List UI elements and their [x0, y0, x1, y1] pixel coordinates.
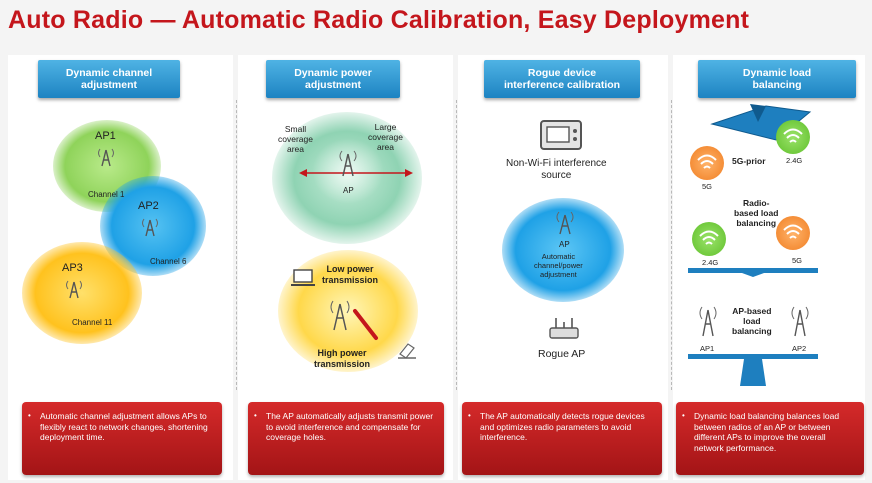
antenna-icon — [339, 150, 357, 177]
page-title: Auto Radio — Automatic Radio Calibration… — [8, 6, 750, 34]
ap-label: AP — [343, 186, 354, 195]
rogue-ap-label: Rogue AP — [538, 348, 586, 360]
ap-based-label: AP-based load balancing — [732, 306, 772, 336]
balance-bar — [688, 268, 818, 277]
band-5g-label: 5G — [792, 256, 803, 265]
router-icon — [549, 318, 579, 339]
ap3-label: AP3 — [62, 262, 83, 274]
header-dynamic-power: Dynamic power adjustment — [266, 60, 400, 98]
wifi-icon — [699, 230, 719, 245]
non-wifi-source-label: Non-Wi-Fi interference source — [506, 158, 607, 181]
wifi-icon — [783, 128, 803, 143]
description-balance: • Dynamic load balancing balances load b… — [676, 402, 864, 475]
antenna-icon — [142, 218, 158, 237]
description-text: The AP automatically detects rogue devic… — [480, 411, 645, 442]
header-load-balancing: Dynamic load balancing — [698, 60, 856, 98]
description-power: • The AP automatically adjusts transmit … — [248, 402, 444, 475]
description-rogue: • The AP automatically detects rogue dev… — [462, 402, 662, 475]
five-g-prior-label: 5G-prior — [732, 156, 766, 166]
bullet: • — [468, 411, 471, 420]
high-power-label: High power transmission — [314, 348, 371, 369]
divider — [456, 100, 457, 390]
wifi-icon — [690, 146, 724, 180]
laptop-icon — [398, 343, 416, 359]
small-coverage-label: Small coverage area — [278, 124, 313, 154]
radio-based-label: Radio- based load balancing — [734, 198, 779, 228]
ap2-label: AP2 — [792, 344, 807, 353]
divider — [236, 100, 237, 390]
antenna-icon — [699, 306, 717, 337]
band-5g-label: 5G — [702, 182, 713, 191]
antenna-icon — [330, 300, 350, 331]
low-power-label: Low power transmission — [322, 264, 379, 285]
ap2-channel: Channel 6 — [150, 257, 187, 266]
antenna-icon — [791, 306, 809, 337]
ap3-channel: Channel 11 — [72, 318, 113, 327]
description-text: The AP automatically adjusts transmit po… — [266, 411, 434, 442]
antenna-icon — [98, 148, 114, 167]
band-24g-label: 2.4G — [702, 258, 719, 267]
ap2-label: AP2 — [138, 200, 159, 212]
ap3-coverage — [22, 242, 142, 344]
auto-adjust-label: Automatic channel/power adjustment — [534, 252, 583, 279]
power-arrow-icon — [353, 309, 378, 340]
balance-bar — [688, 354, 818, 386]
rogue-ap-coverage — [502, 198, 624, 302]
ap1-label: AP1 — [700, 344, 715, 353]
wifi-icon — [783, 224, 803, 239]
wifi-icon — [776, 120, 810, 154]
ap1-label: AP1 — [95, 130, 116, 142]
header-rogue-device: Rogue device interference calibration — [484, 60, 640, 98]
bullet: • — [254, 411, 257, 420]
coverage-arrows — [299, 169, 413, 177]
wifi-icon — [692, 222, 726, 256]
description-text: Dynamic load balancing balances load bet… — [694, 411, 840, 453]
small-coverage-area — [312, 138, 384, 204]
wifi-icon — [697, 154, 717, 169]
antenna-icon — [556, 211, 574, 235]
header-dynamic-channel: Dynamic channel adjustment — [38, 60, 180, 98]
description-text: Automatic channel adjustment allows APs … — [40, 411, 208, 442]
band-24g-label: 2.4G — [786, 156, 803, 165]
bullet: • — [28, 411, 31, 420]
ap-label: AP — [559, 240, 570, 249]
laptop-icon — [291, 269, 315, 286]
microwave-icon — [540, 120, 582, 150]
bullet: • — [682, 411, 685, 420]
wifi-icon — [776, 216, 810, 250]
divider — [671, 100, 672, 390]
large-coverage-label: Large coverage area — [368, 122, 403, 152]
antenna-icon — [66, 280, 82, 299]
description-channel: • Automatic channel adjustment allows AP… — [22, 402, 222, 475]
ap1-channel: Channel 1 — [88, 190, 125, 199]
